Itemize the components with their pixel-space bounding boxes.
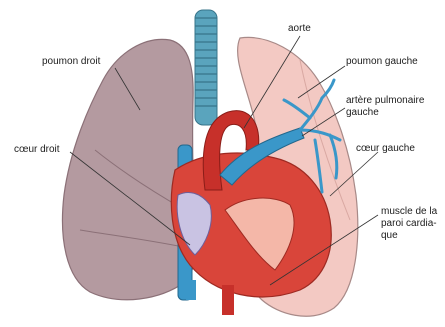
- label-coeur-gauche: cœur gauche: [356, 143, 415, 155]
- label-artere-pulmonaire-gauche: artère pulmonaire gauche: [346, 95, 442, 119]
- label-muscle-paroi: muscle de la paroi cardia-que: [381, 206, 443, 242]
- label-coeur-droit: cœur droit: [14, 144, 60, 156]
- inferior-vena-cava: [186, 280, 196, 300]
- label-poumon-droit: poumon droit: [42, 56, 100, 68]
- descending-aorta: [222, 285, 234, 315]
- label-poumon-gauche: poumon gauche: [346, 56, 418, 68]
- trachea: [195, 10, 217, 125]
- label-aorte: aorte: [288, 23, 311, 35]
